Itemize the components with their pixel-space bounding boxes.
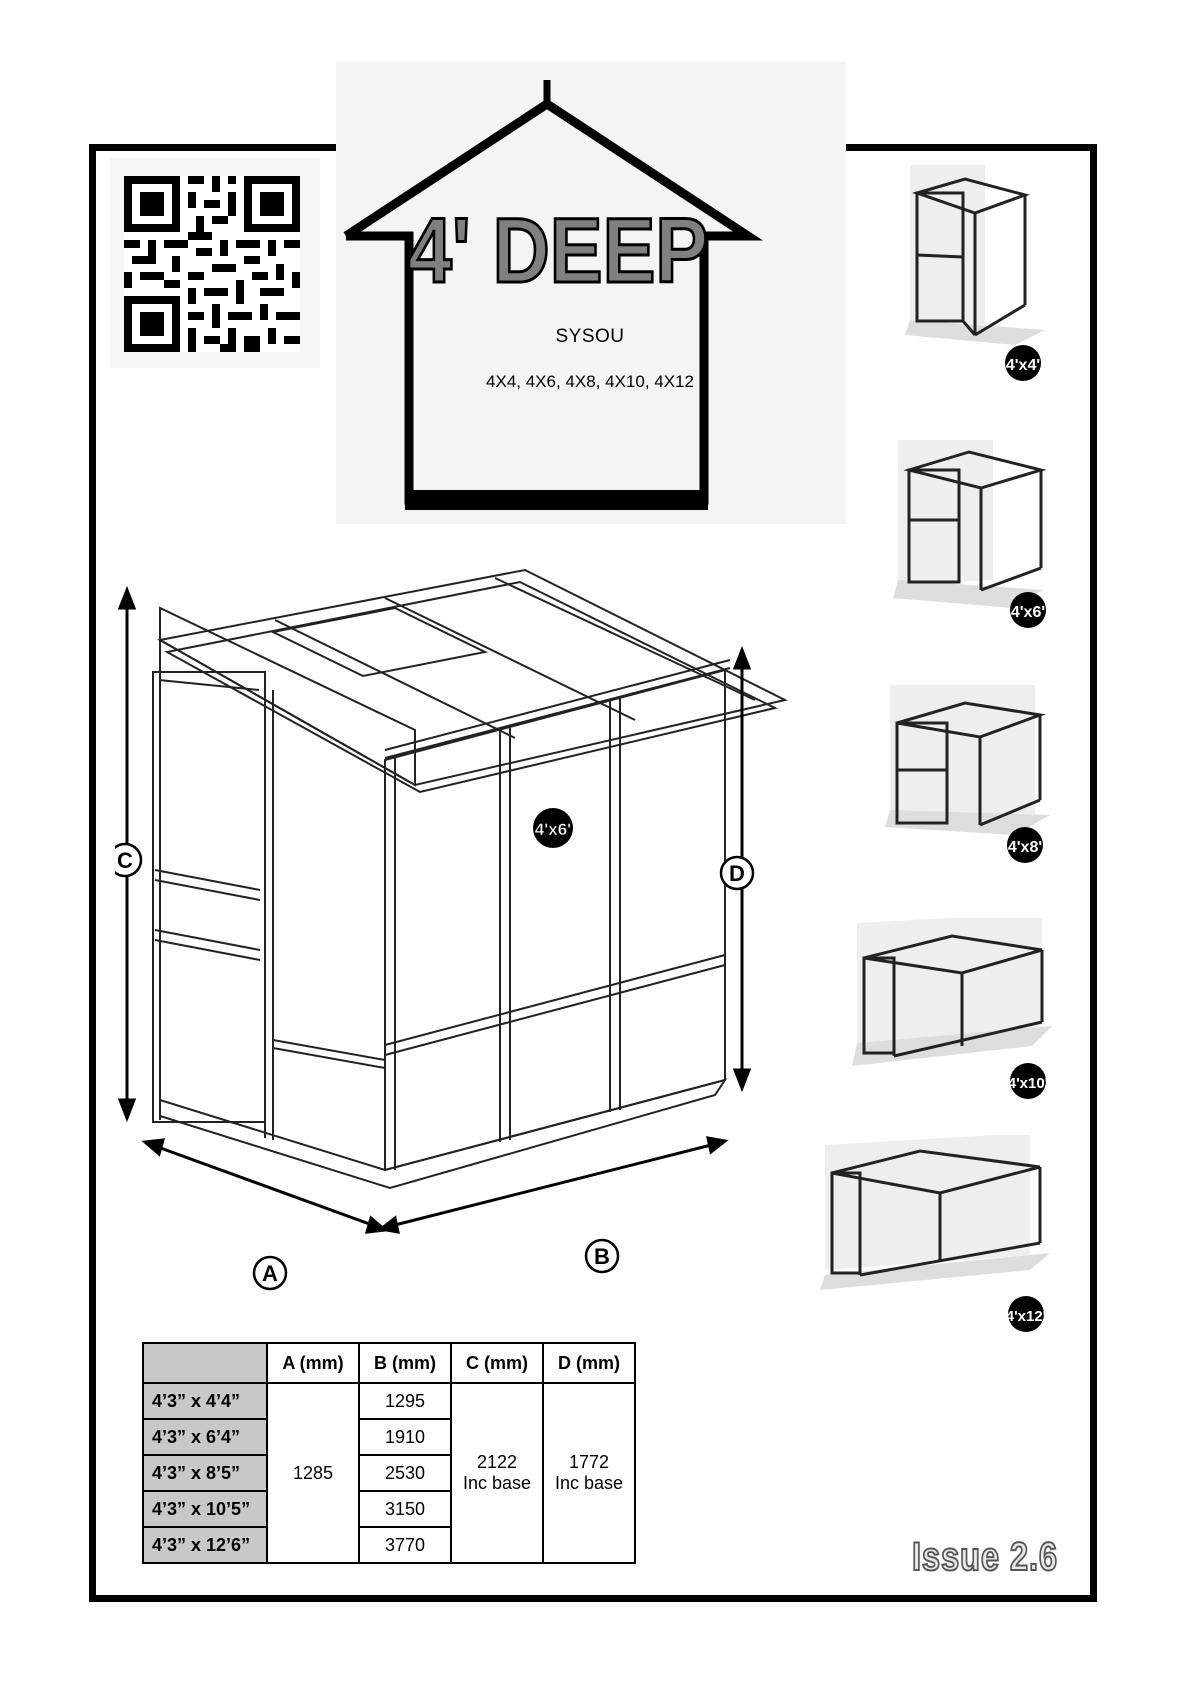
d-value: 1772 [568,1452,610,1472]
thumbnail-badge-4x12: 4'x12' [1006,1308,1047,1325]
table-header-d: D (mm) [542,1342,636,1384]
table-row: 4’3” x 12’6” 3770 [142,1526,635,1564]
table-header-a: A (mm) [266,1342,360,1384]
dimensions-table: A (mm) B (mm) C (mm) D (mm) 4’3” x 4’4” … [142,1342,636,1564]
thumbnail-4x6: 4'x6' [893,440,1047,628]
table-header-b: B (mm) [358,1342,452,1384]
c-value: 2122 [476,1452,518,1472]
c-note: Inc base [462,1473,532,1493]
d-note: Inc base [554,1473,624,1493]
title-house-outline: 4' DEEP [343,80,764,510]
dim-label-c: C [117,848,133,873]
table-row: 4’3” x 8’5” 2530 [142,1454,635,1492]
table-header-c: C (mm) [450,1342,544,1384]
thumbnail-badge-4x6: 4'x6' [1011,604,1045,621]
c-value-cell: 2122 Inc base [450,1382,544,1564]
title-block-background [336,62,846,524]
thumbnail-badge-4x4: 4'x4' [1006,357,1040,374]
dim-label-a: A [262,1261,278,1286]
model-sizes: 4X4, 4X6, 4X8, 4X10, 4X12 [486,372,694,391]
row-size-label: 4’3” x 10’5” [142,1490,268,1528]
thumbnail-4x4: 4'x4' [905,165,1045,381]
thumbnail-4x8: 4'x8' [885,685,1050,863]
table-row: 4’3” x 10’5” 3150 [142,1490,635,1528]
table-header-row: A (mm) B (mm) C (mm) D (mm) [142,1342,636,1384]
b-value-cell: 1910 [358,1418,452,1456]
title-text: 4' DEEP [408,199,708,302]
greenhouse-drawing: C D A B 4'x6' [115,568,788,1291]
b-value-cell: 3770 [358,1526,452,1564]
qr-code-icon [124,176,300,352]
b-value-cell: 3150 [358,1490,452,1528]
table-row: 4’3” x 4’4” 1285 1295 2122 Inc base 1772… [142,1382,636,1564]
row-size-label: 4’3” x 4’4” [142,1382,268,1420]
dim-label-b: B [594,1244,610,1269]
table-header-corner [142,1342,268,1384]
issue-number: Issue 2.6 [911,1534,1058,1580]
d-value-cell: 1772 Inc base [542,1382,636,1564]
thumbnail-badge-4x10: 4'x10' [1008,1075,1049,1092]
b-value-cell: 1295 [358,1382,452,1420]
b-value-cell: 2530 [358,1454,452,1492]
main-size-badge: 4'x6' [535,820,571,839]
row-size-label: 4’3” x 8’5” [142,1454,268,1492]
thumbnail-badge-4x8: 4'x8' [1008,839,1042,856]
thumbnail-4x10: 4'x10' [852,918,1052,1099]
a-value-cell: 1285 [266,1382,360,1564]
row-size-label: 4’3” x 6’4” [142,1418,268,1456]
table-row: 4’3” x 6’4” 1910 [142,1418,635,1456]
model-code: SYSOU [555,326,625,347]
dim-label-d: D [729,861,745,886]
thumbnail-4x12: 4'x12' [820,1135,1050,1332]
row-size-label: 4’3” x 12’6” [142,1526,268,1564]
